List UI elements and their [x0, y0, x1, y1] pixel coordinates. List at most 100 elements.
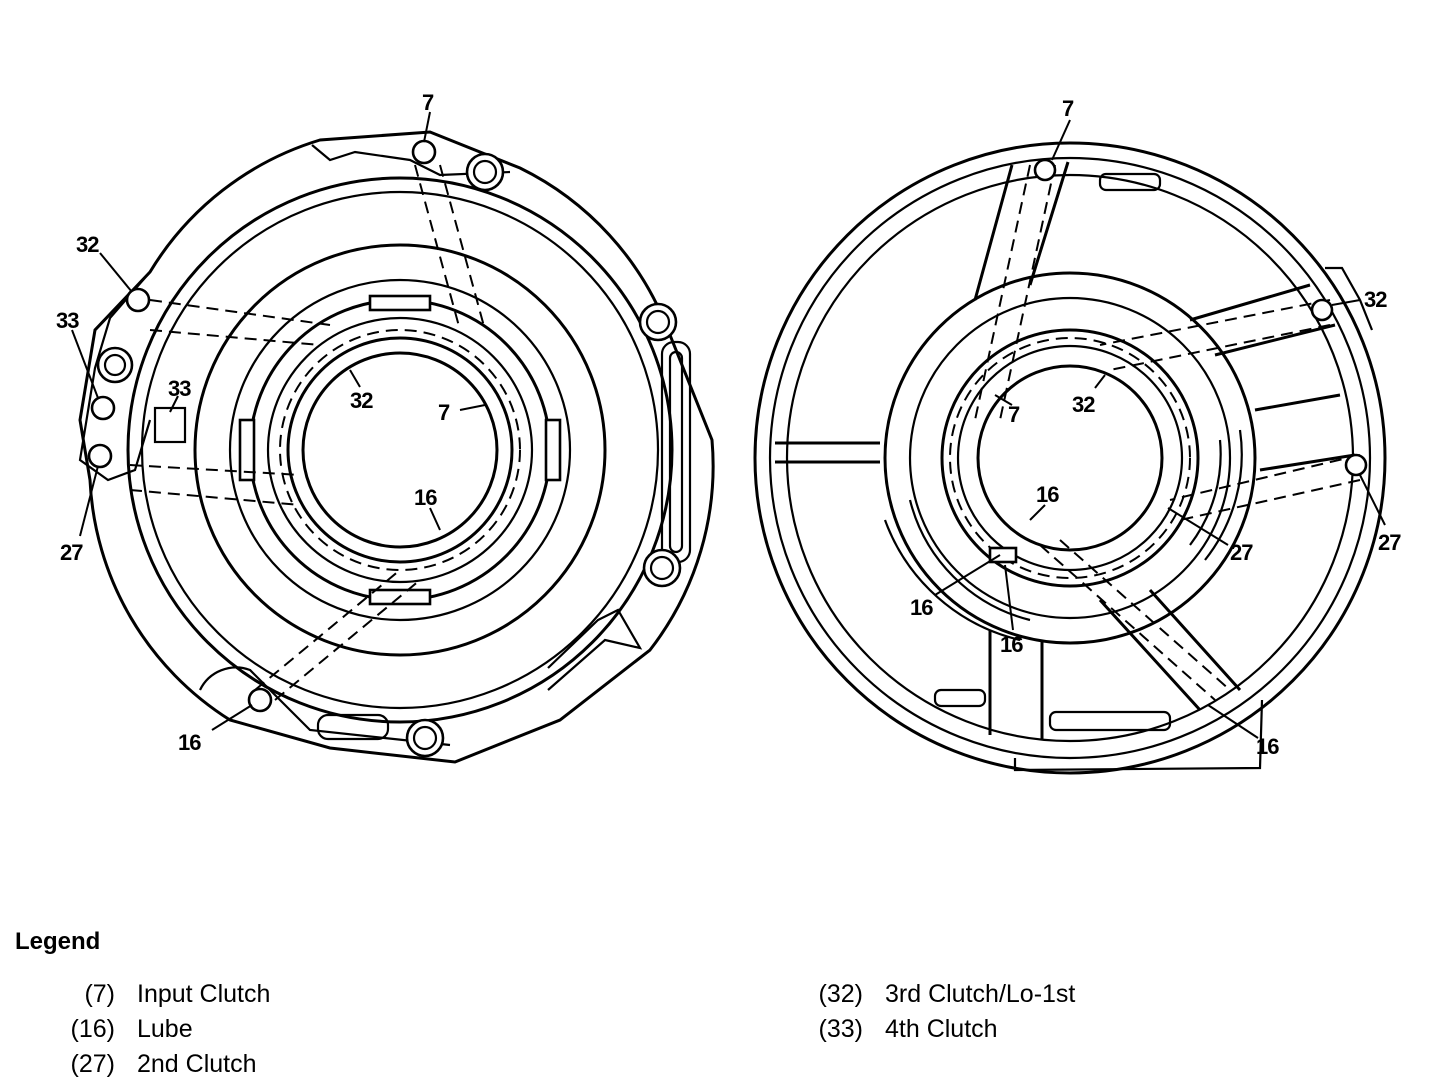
left-port-16	[247, 687, 273, 713]
right-arc-slot-lower-left	[883, 499, 1031, 642]
left-ring-3	[193, 243, 607, 657]
callout-left-27: 27	[60, 540, 83, 565]
left-top-tab	[311, 144, 511, 177]
right-passage-32	[1099, 299, 1331, 371]
callout-left-32-outer: 32	[76, 232, 99, 257]
right-hub-ring-3	[940, 328, 1200, 588]
legend-label: 2nd Clutch	[137, 1050, 257, 1078]
left-ring-6	[266, 316, 534, 584]
left-ring-2	[140, 190, 660, 710]
left-port-33-inner	[153, 406, 187, 444]
legend-label: Lube	[137, 1015, 193, 1043]
left-passage-27	[129, 464, 301, 506]
callout-right-27-inner: 27	[1230, 540, 1253, 565]
legend-item-32: (32) 3rd Clutch/Lo-1st	[808, 980, 1076, 1009]
callout-right-16-bottom: 16	[1256, 734, 1279, 759]
left-port-7	[411, 139, 437, 165]
right-passage-16	[1039, 539, 1231, 701]
right-spoke-lower-right	[1098, 588, 1242, 712]
legend-num: (33)	[818, 1015, 863, 1043]
callout-left-32-inner: 32	[350, 388, 373, 413]
left-ring-1	[126, 176, 674, 724]
right-bottom-slot-2	[1048, 710, 1172, 732]
left-port-33	[90, 395, 116, 421]
right-spoke-right	[1254, 393, 1356, 472]
left-passage-32	[149, 299, 331, 346]
right-port-16	[988, 546, 1018, 564]
right-housing-view	[753, 141, 1387, 775]
hydraulic-passage-diagram: 7 32 33 33 32 7 16 27 16 7 32 7 32 16 27…	[56, 90, 1402, 775]
legend-num: (16)	[70, 1015, 115, 1043]
right-spoke-bottom	[988, 630, 1044, 740]
legend-item-7: (7) Input Clutch	[60, 980, 270, 1009]
legend-label: 3rd Clutch/Lo-1st	[885, 980, 1076, 1008]
right-hub-ring-4	[956, 344, 1184, 572]
legend-label: 4th Clutch	[885, 1015, 998, 1043]
right-port-32	[1310, 298, 1334, 322]
legend-item-33: (33) 4th Clutch	[808, 1015, 998, 1044]
right-spoke-left	[775, 441, 880, 464]
callout-left-16-bottom: 16	[178, 730, 201, 755]
left-bottom-lobe	[199, 666, 451, 747]
callout-left-16-inner: 16	[414, 485, 437, 510]
legend-num: (32)	[818, 980, 863, 1008]
left-dashed-ring	[279, 329, 521, 571]
left-bolt-hole-lower-right	[642, 548, 682, 588]
right-top-slot	[1098, 172, 1162, 192]
left-ring-notch-right	[544, 418, 562, 482]
left-port-32	[125, 287, 151, 313]
right-bottom-slot	[933, 688, 987, 708]
left-callouts: 7 32 33 33 32 7 16 27 16	[56, 90, 451, 755]
left-lower-right-ridge	[547, 608, 643, 691]
callout-left-7-inner: 7	[438, 400, 450, 425]
left-passage-7	[414, 164, 486, 331]
callout-right-16-left: 16	[910, 595, 933, 620]
right-dashed-ring	[949, 337, 1191, 579]
left-bore	[301, 351, 499, 549]
callout-right-7-inner: 7	[1008, 402, 1020, 427]
callout-right-7-top: 7	[1062, 96, 1074, 121]
right-port-7	[1033, 158, 1057, 182]
left-bolt-hole-top	[465, 152, 505, 192]
left-ring-notch-top	[368, 294, 432, 312]
left-bottom-slot	[316, 713, 390, 741]
callout-left-7-top: 7	[422, 90, 434, 115]
right-outer-ring	[753, 141, 1387, 775]
right-passage-27	[1169, 454, 1361, 521]
legend-num: (7)	[84, 980, 115, 1008]
callout-right-32-inner: 32	[1072, 392, 1095, 417]
callout-left-33-outer: 33	[56, 308, 79, 333]
right-callouts: 7 32 7 32 16 27 27 16 16 16	[910, 96, 1402, 759]
left-port-27	[87, 443, 113, 469]
callout-right-32-outer: 32	[1364, 287, 1387, 312]
legend-num: (27)	[70, 1050, 115, 1078]
left-outer-case	[78, 130, 715, 764]
legend-title: Legend	[15, 928, 101, 955]
right-spoke-top	[973, 161, 1070, 301]
left-leaders	[71, 111, 486, 731]
callout-left-33-inner: 33	[168, 376, 191, 401]
left-passage-16	[254, 569, 421, 701]
left-bolt-hole-flange	[96, 346, 134, 384]
right-hub-ring-2	[908, 296, 1232, 620]
right-arc-slot-right	[1189, 429, 1243, 561]
right-spoke-upper-right	[1189, 283, 1336, 357]
right-outer-ring-3	[785, 173, 1355, 743]
left-side-flange	[78, 271, 152, 482]
left-housing-view	[78, 130, 715, 764]
right-passage-7	[974, 164, 1056, 421]
left-ring-notch-left	[238, 418, 256, 482]
right-bore	[976, 364, 1164, 552]
callout-right-16-mid: 16	[1000, 632, 1023, 657]
callout-right-27-outer: 27	[1378, 530, 1401, 555]
left-right-slot-inner	[668, 350, 684, 554]
legend-item-27: (27) 2nd Clutch	[60, 1050, 257, 1079]
left-ring-7	[286, 336, 514, 564]
right-hub-ring-1	[883, 271, 1257, 645]
right-outer-ring-2	[768, 156, 1372, 760]
legend-label: Input Clutch	[137, 980, 271, 1008]
left-ring-5	[248, 298, 552, 602]
legend-item-16: (16) Lube	[60, 1015, 193, 1044]
callout-right-16-inner: 16	[1036, 482, 1059, 507]
left-bolt-hole-bottom	[405, 718, 445, 758]
